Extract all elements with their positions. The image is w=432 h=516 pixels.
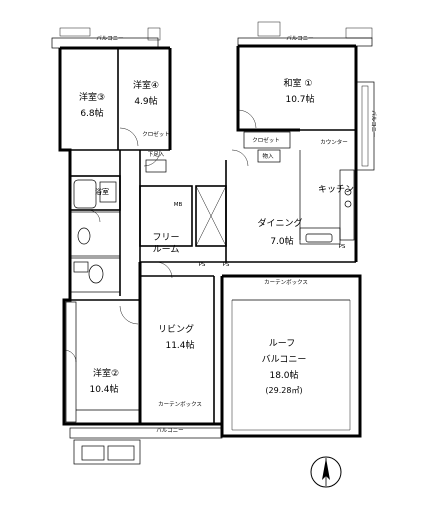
- room-living: リビング 11.4帖: [158, 323, 195, 351]
- room-free-name: フリー: [152, 233, 179, 243]
- room-western4-size: 4.9帖: [134, 95, 157, 107]
- door-swings: [63, 109, 257, 363]
- small-labels: バルコニー バルコニー バルコニー バルコニー クロゼット クロゼット 物入 カ…: [96, 35, 377, 434]
- room-japanese1-size: 10.7帖: [285, 93, 314, 105]
- balcony-label-top-left: バルコニー: [96, 35, 123, 42]
- room-roof-balcony: ルーフ バルコニー 18.0帖 (29.28㎡): [262, 339, 307, 395]
- room-dining-name: ダイニング: [257, 217, 302, 229]
- room-western3-name: 洋室③: [79, 91, 105, 103]
- ps-label-3: PS: [339, 244, 346, 250]
- room-bath: 浴室: [95, 187, 109, 196]
- room-living-size: 11.4帖: [165, 339, 194, 351]
- counter-label: カウンター: [320, 138, 348, 146]
- closet-label-japanese: クロゼット: [252, 136, 280, 144]
- main-walls: [58, 44, 362, 438]
- room-dining: ダイニング 7.0帖: [257, 217, 302, 247]
- room-western2-name: 洋室②: [93, 367, 119, 379]
- mb-label: MB: [174, 202, 183, 208]
- room-western3: 洋室③ 6.8帖: [79, 91, 105, 119]
- room-western4-name: 洋室④: [133, 79, 159, 91]
- compass-icon: [310, 456, 342, 488]
- room-kitchen-name: キッチン: [318, 184, 354, 195]
- room-free: フリー ルーム: [152, 233, 179, 255]
- roof-balcony-name2: バルコニー: [262, 354, 307, 365]
- room-western2-size: 10.4帖: [89, 383, 118, 395]
- room-western2: 洋室② 10.4帖: [89, 367, 119, 395]
- room-western4: 洋室④ 4.9帖: [133, 79, 159, 107]
- storage-label: 物入: [262, 152, 274, 160]
- room-living-name: リビング: [158, 323, 194, 335]
- shoebox-label: 下足入: [148, 151, 165, 158]
- balcony-label-bottom: バルコニー: [156, 427, 183, 434]
- room-japanese1-name: 和室 ①: [284, 77, 313, 89]
- room-kitchen: キッチン: [318, 184, 354, 195]
- balcony-label-top-right: バルコニー: [286, 35, 313, 42]
- curtain-box-label-living: カーテンボックス: [158, 400, 202, 408]
- ps-label-1: PS: [199, 262, 206, 268]
- roof-balcony-area: (29.28㎡): [265, 386, 302, 395]
- roof-balcony-name: ルーフ: [269, 339, 295, 349]
- room-bath-name: 浴室: [95, 187, 109, 196]
- balcony-label-right: バルコニー: [370, 110, 377, 137]
- roof-balcony-size: 18.0帖: [269, 369, 298, 381]
- curtain-box-label-roof: カーテンボックス: [264, 278, 308, 286]
- room-free-name2: ルーム: [153, 244, 180, 255]
- closet-label-western4: クロゼット: [142, 130, 170, 138]
- room-western3-size: 6.8帖: [80, 107, 103, 119]
- exterior-walls: [51, 21, 375, 465]
- ps-label-2: PS: [223, 262, 230, 268]
- room-dining-size: 7.0帖: [270, 235, 293, 247]
- room-japanese1: 和室 ① 10.7帖: [284, 77, 315, 105]
- fixtures: [73, 179, 352, 461]
